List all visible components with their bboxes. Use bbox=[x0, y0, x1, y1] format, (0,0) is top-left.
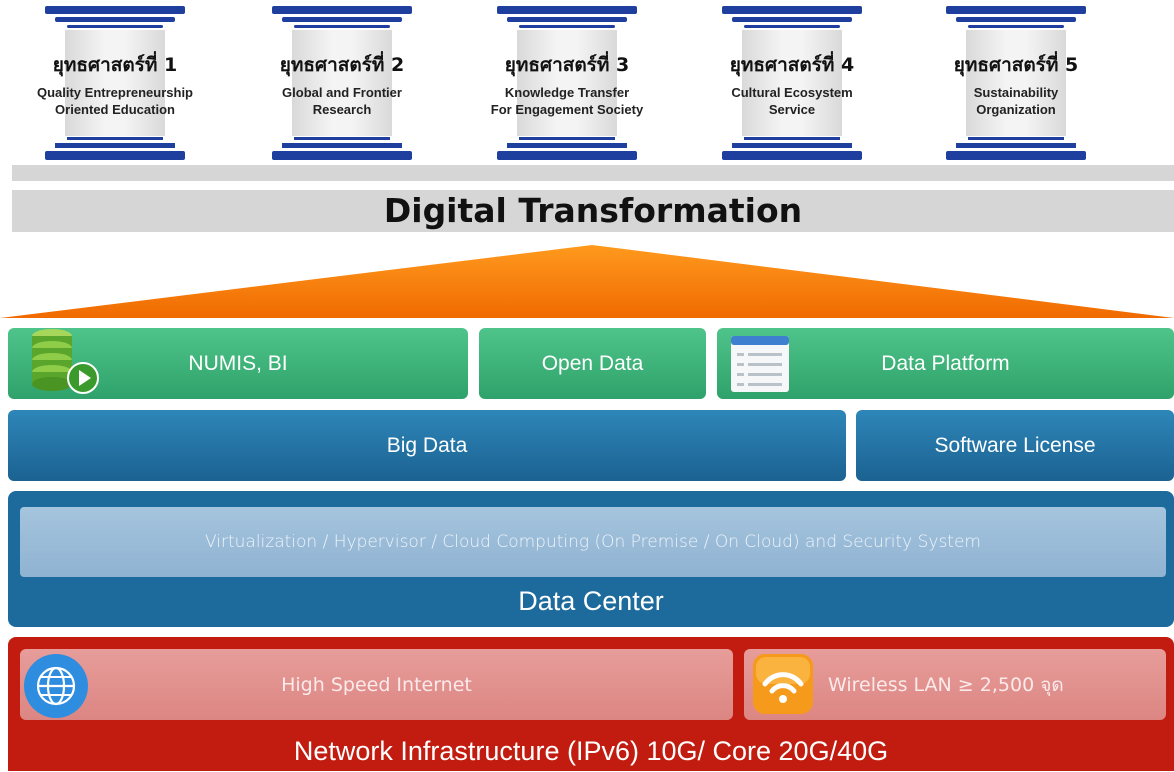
big-data-label: Big Data bbox=[386, 433, 468, 457]
virtualization-box: Virtualization / Hypervisor / Cloud Comp… bbox=[20, 507, 1166, 577]
big-data-box: Big Data bbox=[8, 410, 846, 481]
strategy-title: ยุทธศาสตร์ที่ 3 bbox=[504, 54, 630, 76]
numis-bi-label: NUMIS, BI bbox=[188, 351, 288, 375]
data-platform-label: Data Platform bbox=[881, 351, 1010, 375]
pediment-triangle bbox=[0, 245, 1174, 318]
open-data-box: Open Data bbox=[479, 328, 706, 399]
open-data-label: Open Data bbox=[541, 351, 644, 375]
globe-icon bbox=[24, 654, 88, 718]
strategy-subtitle-line1: Knowledge Transfer bbox=[504, 85, 630, 100]
wireless-lan-label: Wireless LAN ≥ 2,500 จุด bbox=[828, 673, 1064, 696]
high-speed-internet-box: High Speed Internet bbox=[20, 649, 733, 720]
wireless-lan-box: Wireless LAN ≥ 2,500 จุด bbox=[744, 649, 1166, 720]
strategy-title: ยุทธศาสตร์ที่ 1 bbox=[52, 54, 178, 76]
software-license-label: Software License bbox=[934, 433, 1096, 457]
strategy-subtitle-line1: Global and Frontier bbox=[282, 85, 402, 100]
data-platform-box: Data Platform bbox=[717, 328, 1174, 399]
strategy-subtitle-line2: Organization bbox=[976, 102, 1056, 117]
software-license-box: Software License bbox=[856, 410, 1174, 481]
strategy-subtitle-line2: Research bbox=[312, 102, 372, 117]
strategy-subtitle-line2: Oriented Education bbox=[55, 102, 175, 117]
strategy-title: ยุทธศาสตร์ที่ 2 bbox=[279, 54, 405, 76]
strategy-title: ยุทธศาสตร์ที่ 5 bbox=[953, 54, 1079, 76]
strategy-subtitle-line1: Quality Entrepreneurship bbox=[36, 85, 194, 100]
strategy-pillar-1: ยุทธศาสตร์ที่ 1 Quality Entrepreneurship… bbox=[37, 6, 193, 160]
beam-top bbox=[12, 165, 1174, 181]
strategy-subtitle-line2: For Engagement Society bbox=[490, 102, 644, 117]
strategy-subtitle-line2: Service bbox=[768, 102, 816, 117]
network-infrastructure-title: Network Infrastructure (IPv6) 10G/ Core … bbox=[293, 736, 889, 766]
virtualization-label: Virtualization / Hypervisor / Cloud Comp… bbox=[205, 532, 981, 552]
high-speed-internet-label: High Speed Internet bbox=[281, 673, 472, 696]
beam-band bbox=[12, 190, 1174, 232]
strategy-subtitle-line1: Sustainability bbox=[973, 85, 1059, 100]
strategy-title: ยุทธศาสตร์ที่ 4 bbox=[729, 54, 855, 76]
list-document-icon bbox=[731, 336, 789, 392]
digital-transformation-title: Digital Transformation bbox=[383, 191, 803, 230]
strategy-subtitle-line1: Cultural Ecosystem bbox=[731, 85, 853, 100]
wifi-icon bbox=[753, 654, 813, 714]
database-play-icon bbox=[32, 329, 99, 394]
data-center-title: Data Center bbox=[518, 586, 664, 616]
